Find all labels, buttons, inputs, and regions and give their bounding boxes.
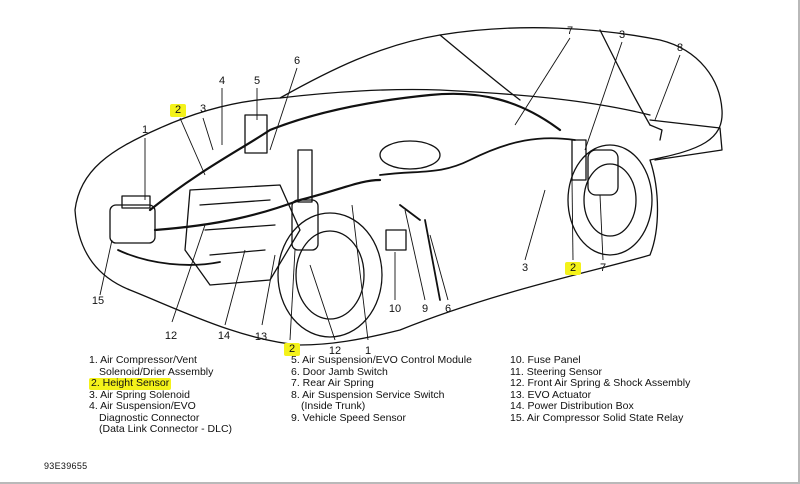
legend-item: 13. EVO Actuator bbox=[510, 388, 592, 401]
callout-15: 15 bbox=[91, 295, 105, 307]
rear-wheel bbox=[567, 144, 653, 256]
legend-item: (Data Link Connector - DLC) bbox=[99, 423, 233, 435]
legend-item: 1. Air Compressor/Vent bbox=[89, 354, 197, 366]
front-wheel bbox=[277, 212, 383, 338]
control-module bbox=[244, 114, 268, 154]
callout-13: 13 bbox=[254, 331, 268, 343]
service-switch bbox=[649, 124, 663, 141]
trunk-outline bbox=[649, 119, 723, 161]
legend-item: 7. Rear Air Spring bbox=[291, 377, 374, 389]
callout-12: 12 bbox=[328, 345, 342, 357]
fuse-panel bbox=[385, 229, 407, 251]
callout-14: 14 bbox=[217, 330, 231, 342]
rear-air-spring bbox=[587, 149, 619, 196]
legend-item: 5. Air Suspension/EVO Control Module bbox=[291, 354, 472, 366]
car-body-outline bbox=[74, 27, 723, 346]
legend-item: 10. Fuse Panel bbox=[510, 354, 581, 366]
legend-column-2: 5. Air Suspension/EVO Control Module 6. … bbox=[291, 354, 472, 424]
legend-item: 3. Air Spring Solenoid bbox=[89, 388, 190, 401]
legend-item: Diagnostic Connector bbox=[99, 411, 200, 424]
callout-8: 8 bbox=[676, 42, 684, 54]
callout-12: 12 bbox=[164, 330, 178, 342]
callout-1: 1 bbox=[141, 124, 149, 136]
legend-column-3: 10. Fuse Panel 11. Steering Sensor 12. F… bbox=[510, 354, 691, 424]
figure-id: 93E39655 bbox=[44, 461, 88, 471]
callout-7: 7 bbox=[566, 25, 574, 37]
air-compressor bbox=[109, 204, 156, 244]
vehicle-air-suspension-drawing bbox=[74, 27, 723, 346]
callout-6: 6 bbox=[444, 303, 452, 315]
legend-item: 6. Door Jamb Switch bbox=[291, 365, 388, 378]
legend-item: 15. Air Compressor Solid State Relay bbox=[510, 411, 684, 424]
legend-item: 11. Steering Sensor bbox=[510, 365, 603, 378]
callout-3: 3 bbox=[199, 103, 207, 115]
callout-2-highlight: 2 bbox=[170, 104, 186, 117]
steering-wheel bbox=[379, 140, 441, 170]
legend-item: 4. Air Suspension/EVO bbox=[89, 400, 196, 412]
legend-item: 8. Air Suspension Service Switch bbox=[291, 388, 445, 401]
engine-block bbox=[184, 184, 301, 286]
callout-4: 4 bbox=[218, 75, 226, 87]
front-air-spring bbox=[291, 199, 319, 251]
callout-2-highlight: 2 bbox=[284, 343, 300, 356]
callout-1: 1 bbox=[364, 345, 372, 357]
callout-7: 7 bbox=[599, 262, 607, 274]
callout-3: 3 bbox=[618, 29, 626, 41]
callout-2-highlight: 2 bbox=[565, 262, 581, 275]
callout-10: 10 bbox=[388, 303, 402, 315]
callout-3: 3 bbox=[521, 262, 529, 274]
car-roof-outline bbox=[279, 88, 651, 116]
legend-item: 14. Power Distribution Box bbox=[510, 400, 634, 412]
callout-9: 9 bbox=[421, 303, 429, 315]
legend-item: Solenoid/Drier Assembly bbox=[99, 365, 214, 378]
legend-column-1: 1. Air Compressor/Vent Solenoid/Drier As… bbox=[89, 354, 233, 436]
legend-item-height-sensor: 2. Height Sensor bbox=[89, 377, 172, 390]
air-line bbox=[148, 92, 562, 212]
callout-5: 5 bbox=[253, 75, 261, 87]
legend-item: (Inside Trunk) bbox=[301, 400, 366, 412]
legend-item: 12. Front Air Spring & Shock Assembly bbox=[510, 377, 691, 389]
callout-6: 6 bbox=[293, 55, 301, 67]
legend-item: 9. Vehicle Speed Sensor bbox=[291, 411, 406, 424]
